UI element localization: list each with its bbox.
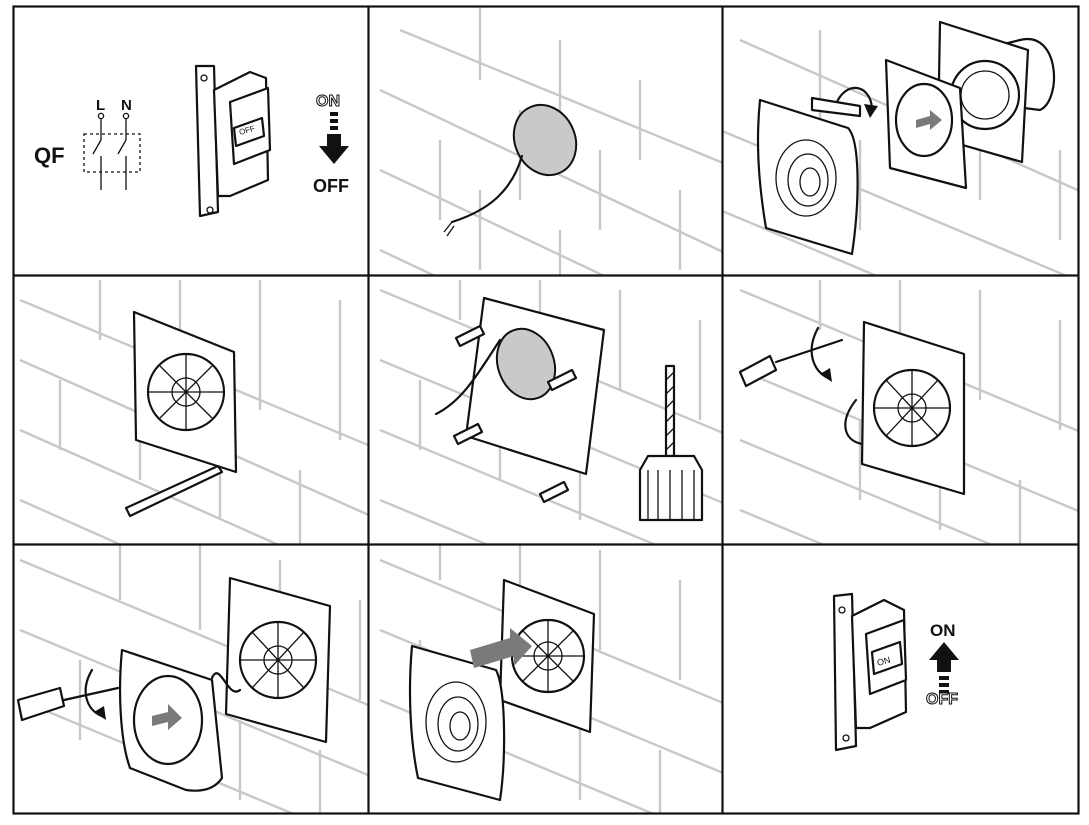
breaker-on-label: ON [876, 655, 892, 668]
front-decorative-panel [408, 644, 506, 802]
breaker-off-label: OFF [238, 124, 256, 137]
cable-through-template [434, 338, 502, 416]
rotate-arrow-icon [810, 326, 830, 380]
front-panel [756, 98, 859, 256]
panel-5-drilling [434, 296, 704, 522]
qf-label: QF [34, 143, 65, 168]
screwdriver-handle [738, 354, 778, 388]
down-arrow-icon [319, 134, 349, 164]
switch-on-indicator: ON OFF [926, 621, 959, 709]
panel-1-switch-off: QF L N OFF ON OFF [34, 64, 349, 218]
panel-3-disassembly [756, 20, 1056, 256]
power-cable [450, 154, 524, 224]
screwdriver-handle [16, 686, 66, 722]
wall-hole [512, 103, 578, 177]
off-state-label: OFF [926, 691, 958, 708]
panel-grid [12, 5, 1080, 815]
attach-arrow-icon [470, 628, 532, 668]
cable-connector [210, 672, 242, 693]
drill-bit [638, 364, 704, 522]
screwdriver [810, 96, 862, 118]
off-state-label: OFF [313, 176, 349, 196]
switch-off-indicator: ON OFF [313, 93, 349, 196]
panel-9-switch-on: ON ON OFF [832, 592, 959, 752]
rotate-arrow-icon [834, 86, 874, 110]
n-label: N [121, 97, 132, 114]
wall-anchors [452, 324, 578, 504]
panel-2-wall-hole [443, 103, 578, 237]
up-arrow-icon [929, 642, 959, 672]
panel-6-fixing [738, 320, 966, 496]
push-arrow-icon [152, 704, 182, 730]
slide-arrow-icon [916, 110, 942, 130]
panel-4-marking [124, 310, 238, 518]
panel-8-front-panel [408, 578, 596, 802]
breaker-unit: OFF [194, 64, 272, 218]
panel-7-inner-cover [16, 576, 332, 792]
cable-loop [844, 398, 864, 446]
breaker-schematic [83, 112, 141, 190]
on-state-label: ON [930, 621, 956, 640]
marking-pencil [124, 464, 224, 518]
l-label: L [96, 97, 105, 114]
on-state-label: ON [316, 93, 340, 110]
